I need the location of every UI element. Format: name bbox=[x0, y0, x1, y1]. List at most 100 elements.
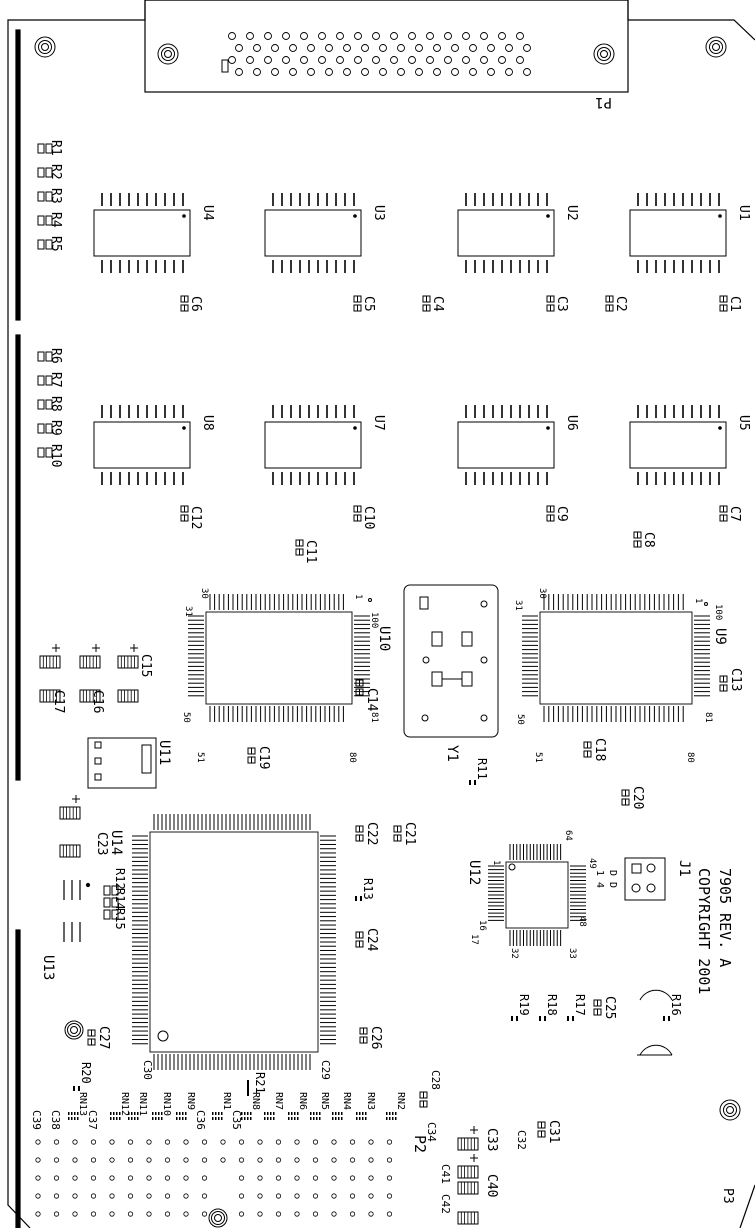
pin-number-label: 30 bbox=[199, 588, 209, 599]
p1-pin bbox=[433, 68, 441, 76]
soic-chip-u3 bbox=[264, 193, 362, 273]
p1-pin bbox=[246, 56, 254, 64]
resistor-R8 bbox=[37, 399, 53, 410]
p1-pin bbox=[228, 32, 236, 40]
label-capacitor: C26 bbox=[368, 1026, 383, 1049]
u13-devices bbox=[63, 880, 91, 942]
p1-pin bbox=[325, 68, 333, 76]
label-resistor: R5 bbox=[48, 236, 63, 252]
p1-pin bbox=[282, 56, 290, 64]
p2-pin bbox=[275, 1139, 282, 1145]
p2-pin bbox=[238, 1139, 245, 1145]
capacitor-C31 bbox=[537, 1121, 546, 1138]
label-capacitor: C37 bbox=[86, 1110, 99, 1130]
label-capacitor: C29 bbox=[319, 1060, 332, 1080]
resistor-network-RN10 bbox=[152, 1112, 163, 1120]
capacitor-C9 bbox=[546, 505, 555, 522]
resistor-R12 bbox=[103, 885, 119, 896]
p2-pin bbox=[294, 1139, 300, 1145]
pin-number-label: 48 bbox=[577, 916, 587, 927]
p2-pin bbox=[238, 1175, 245, 1181]
label-resistor-network: RN5 bbox=[319, 1092, 330, 1110]
p2-pin bbox=[146, 1193, 152, 1199]
tantalum-capacitor bbox=[39, 644, 61, 669]
p2-pin bbox=[331, 1139, 337, 1145]
label-resistor-network: RN10 bbox=[161, 1092, 172, 1116]
label-u6: U6 bbox=[564, 415, 579, 431]
p2-pin bbox=[53, 1193, 60, 1199]
label-resistor: R14 bbox=[113, 888, 127, 910]
mounting-hole bbox=[593, 43, 615, 65]
p2-pin bbox=[164, 1211, 171, 1217]
p2-connector-field bbox=[35, 1139, 393, 1217]
qfp-outline bbox=[539, 611, 693, 705]
p2-pin bbox=[349, 1175, 356, 1181]
label-resistor: R1 bbox=[48, 140, 63, 156]
capacitor-C24 bbox=[355, 931, 364, 948]
p1-pin bbox=[390, 32, 398, 40]
p2-pin bbox=[72, 1193, 78, 1199]
label-capacitor: C15 bbox=[138, 654, 153, 677]
label-resistor: R3 bbox=[48, 188, 63, 204]
resistor-R10 bbox=[37, 447, 53, 458]
p2-pin bbox=[275, 1193, 282, 1199]
p2-pin bbox=[275, 1175, 282, 1181]
p1-pin bbox=[235, 44, 243, 52]
p2-pin bbox=[275, 1157, 282, 1163]
p2-pin bbox=[220, 1139, 226, 1145]
label-u12: U12 bbox=[466, 860, 482, 885]
p2-pin bbox=[238, 1211, 245, 1217]
label-resistor: R9 bbox=[48, 420, 63, 436]
p1-pin bbox=[336, 56, 344, 64]
label-p1: P1 bbox=[595, 94, 612, 110]
p2-pin bbox=[90, 1139, 97, 1145]
label-capacitor: C20 bbox=[630, 786, 645, 809]
p2-pin bbox=[72, 1175, 78, 1181]
pin-number-label: 81 bbox=[703, 712, 713, 723]
p1-pin bbox=[354, 32, 362, 40]
label-resistor: R11 bbox=[475, 758, 489, 780]
pin-number-label: 100 bbox=[369, 612, 379, 628]
pin1-dot bbox=[182, 426, 186, 430]
pin-number-label: 80 bbox=[347, 752, 357, 763]
resistor-R19 bbox=[511, 1016, 518, 1021]
p2-pin bbox=[146, 1139, 152, 1145]
p1-pin bbox=[307, 44, 315, 52]
label-capacitor: C11 bbox=[303, 540, 318, 563]
pin1-dot bbox=[546, 426, 550, 430]
pin1-dot bbox=[353, 214, 357, 218]
p2-pin bbox=[164, 1175, 171, 1181]
p2-pin bbox=[90, 1211, 97, 1217]
p1-pin bbox=[318, 56, 326, 64]
label-capacitor: C41 bbox=[439, 1164, 452, 1184]
label-u5: U5 bbox=[736, 415, 751, 431]
p2-pin bbox=[35, 1193, 41, 1199]
p2-pin bbox=[127, 1157, 134, 1163]
p2-pin bbox=[183, 1157, 189, 1163]
p2-pin bbox=[53, 1157, 60, 1163]
resistor-R6 bbox=[37, 351, 53, 362]
p2-pin bbox=[127, 1193, 134, 1199]
label-capacitor: C27 bbox=[96, 1026, 111, 1049]
label-capacitor: C16 bbox=[90, 690, 105, 713]
p2-pin bbox=[109, 1175, 115, 1181]
label-capacitor: C42 bbox=[439, 1194, 452, 1214]
p1-pin bbox=[300, 56, 308, 64]
label-copyright: COPYRIGHT 2001 bbox=[695, 868, 713, 994]
resistor-R3 bbox=[37, 191, 53, 202]
p2-pin bbox=[257, 1139, 263, 1145]
p2-pin bbox=[312, 1139, 319, 1145]
component-reference-labels: R1R2R3R4R5R6R7R8R9R10C1C2C3C4C5C6C7C8C9C… bbox=[30, 140, 743, 1214]
soic-chip-u6 bbox=[457, 405, 555, 485]
silkscreen-labels: P1 7905 REV. A COPYRIGHT 2001 P2 P3 U1 U… bbox=[40, 94, 751, 1204]
resistor-network-RN8 bbox=[241, 1112, 252, 1120]
capacitor-C25 bbox=[593, 999, 602, 1016]
p2-pin bbox=[90, 1157, 97, 1163]
tantalum-capacitor bbox=[117, 644, 139, 669]
capacitor-C21 bbox=[393, 825, 402, 842]
capacitor-C26 bbox=[359, 1027, 368, 1044]
p1-pin bbox=[372, 56, 380, 64]
label-capacitor: C3 bbox=[554, 296, 569, 312]
p2-pin bbox=[164, 1139, 171, 1145]
p1-pin bbox=[426, 56, 434, 64]
